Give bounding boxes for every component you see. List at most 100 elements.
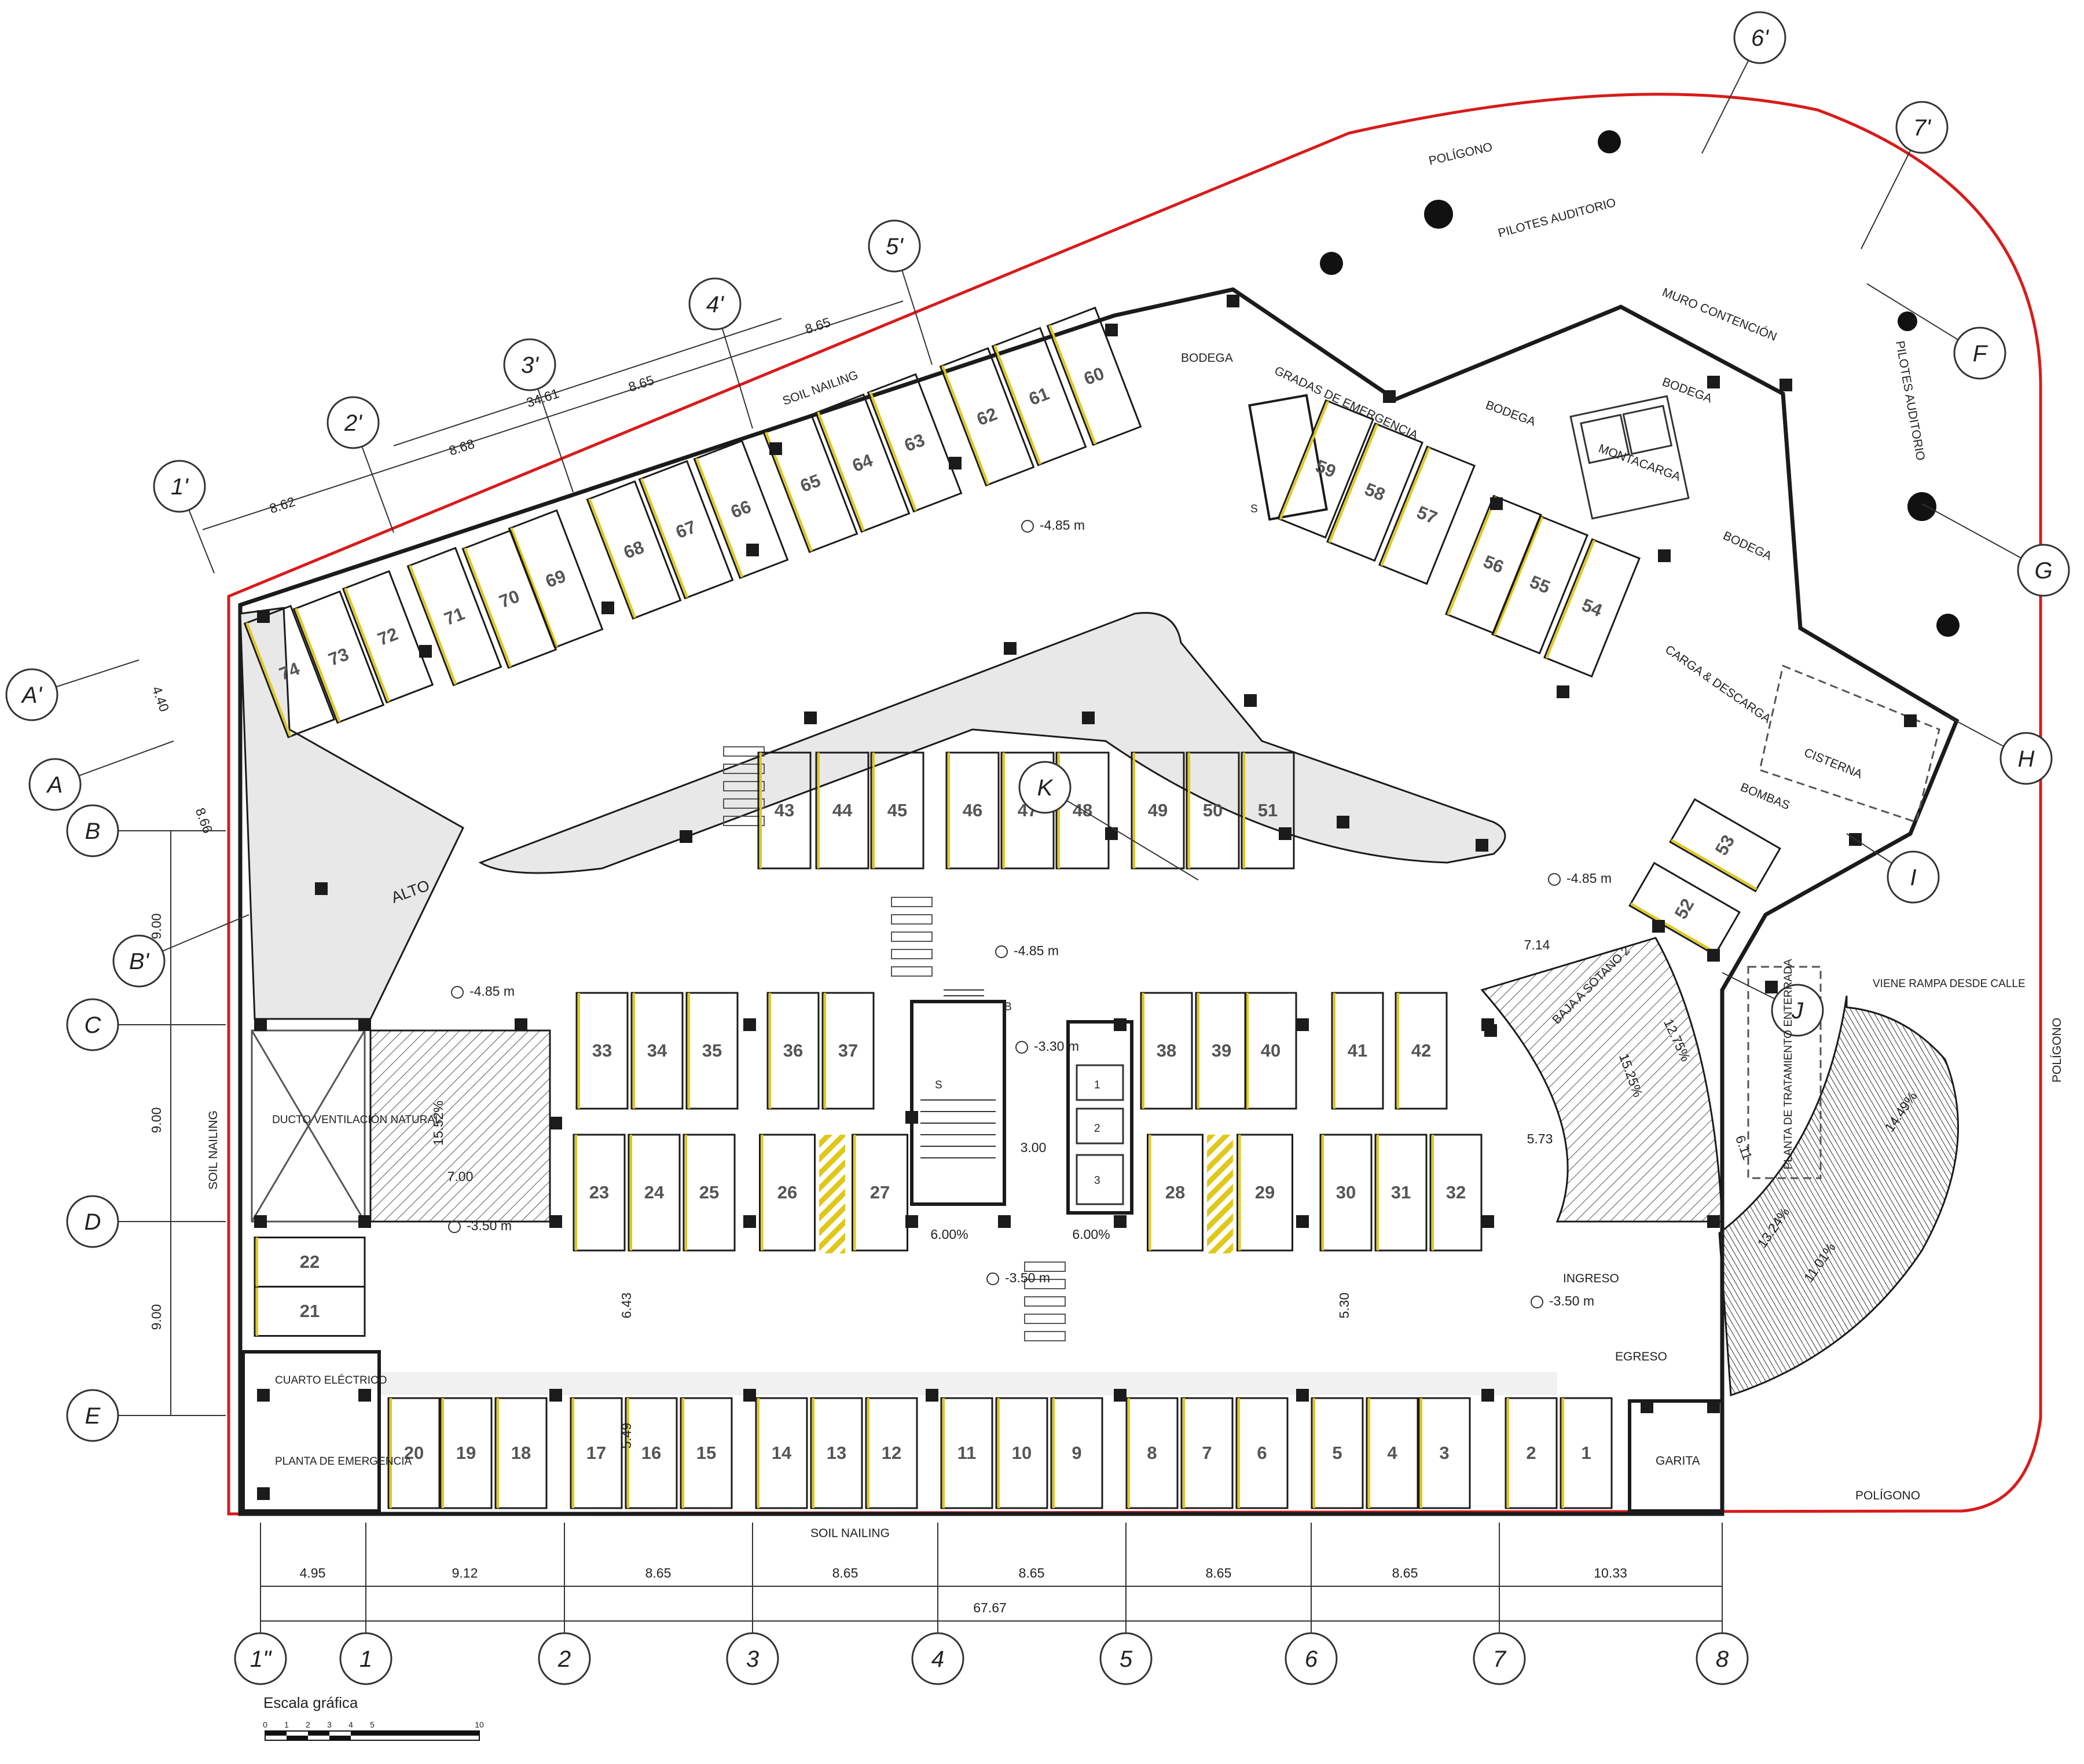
stall-number: 32	[1446, 1182, 1466, 1202]
label-cuarto: CUARTO ELÉCTRICO	[275, 1374, 387, 1387]
stall-number: 12	[882, 1443, 901, 1463]
stall-number: 10	[1012, 1443, 1032, 1463]
label-bodega-4: BODEGA	[1721, 529, 1774, 563]
label-stair-b-core: B	[1004, 1001, 1012, 1013]
west-ramp-area	[239, 607, 464, 1020]
svg-text:H: H	[2018, 746, 2035, 772]
stall-number: 2	[1526, 1443, 1536, 1463]
svg-text:A: A	[46, 772, 63, 798]
stall-19: 19	[439, 1397, 493, 1509]
scale-segment	[308, 1731, 329, 1736]
level-marker	[1021, 520, 1034, 533]
column	[254, 1018, 267, 1031]
pedestrian-crossings	[723, 746, 1066, 1341]
label-stair-s-core: S	[935, 1079, 942, 1091]
stall-71: 71	[406, 547, 502, 687]
stall-5: 5	[1311, 1397, 1364, 1509]
column	[1296, 1389, 1309, 1402]
stall-2: 2	[1505, 1397, 1558, 1509]
label-elev-1: 1	[1094, 1079, 1100, 1091]
stall-number: 7	[1202, 1443, 1212, 1463]
stall-number: 22	[300, 1252, 320, 1272]
grid-axis-K: K	[1018, 761, 1199, 881]
stall-number: 57	[1414, 502, 1440, 528]
pile	[1898, 311, 1917, 331]
column	[804, 712, 817, 724]
scale-tick: 5	[370, 1720, 375, 1729]
column	[1114, 1215, 1127, 1228]
label-elev-2: 2	[1094, 1123, 1100, 1135]
scale-segment	[287, 1736, 308, 1740]
svg-text:3': 3'	[521, 353, 539, 378]
svg-text:4: 4	[931, 1646, 944, 1672]
stall-8: 8	[1125, 1397, 1179, 1509]
level-value: -4.85 m	[1566, 871, 1612, 886]
scale-tick: 1	[284, 1720, 289, 1729]
stall-69: 69	[508, 509, 604, 649]
stall-number: 60	[1081, 363, 1107, 389]
column	[1780, 379, 1792, 391]
stall-number: 6	[1257, 1443, 1267, 1463]
label-stair-s-north: S	[1250, 503, 1258, 515]
stall-number: 25	[699, 1182, 719, 1202]
stall-number: 11	[957, 1443, 977, 1463]
column	[680, 830, 692, 843]
label-poligono-top: POLÍGONO	[1428, 140, 1494, 168]
label-soil-bottom: SOIL NAILING	[810, 1527, 890, 1540]
stall-50: 50	[1186, 751, 1240, 870]
stall-26: 26	[759, 1134, 816, 1252]
dim-left: 9.00	[149, 914, 164, 940]
stall-number: 67	[673, 516, 699, 542]
svg-text:8: 8	[1716, 1646, 1729, 1672]
stall-number: 42	[1411, 1040, 1431, 1061]
access-stripe-left	[819, 1135, 845, 1253]
label-planta-emergencia: PLANTA DE EMERGENCIA	[275, 1455, 412, 1468]
stall-number: 58	[1362, 479, 1388, 505]
stall-16: 16	[625, 1397, 678, 1509]
stall-66: 66	[693, 439, 789, 580]
svg-text:7': 7'	[1913, 115, 1931, 141]
column	[358, 1215, 371, 1228]
column	[257, 1487, 270, 1500]
stall-number: 52	[1671, 895, 1698, 922]
svg-text:K: K	[1037, 775, 1054, 801]
stall-number: 50	[1203, 800, 1223, 820]
stall-number: 35	[702, 1040, 722, 1061]
stall-41: 41	[1331, 992, 1384, 1110]
pile	[1907, 492, 1936, 521]
stall-number: 3	[1439, 1443, 1449, 1463]
stall-32: 32	[1429, 1134, 1483, 1252]
column	[1658, 549, 1671, 562]
auditorium-piles	[1320, 130, 1960, 637]
stall-number: 61	[1026, 383, 1052, 409]
pile	[1936, 614, 1960, 637]
stall-number: 70	[496, 586, 522, 612]
stall-number: 30	[1336, 1182, 1356, 1202]
stall-number: 8	[1147, 1443, 1157, 1463]
stall-number: 54	[1579, 595, 1606, 621]
grid-axis-4p: 4'	[688, 277, 753, 429]
stall-27: 27	[852, 1134, 908, 1252]
stall-number: 49	[1148, 800, 1168, 820]
access-stripe-right	[1207, 1135, 1233, 1253]
stall-number: 26	[777, 1182, 797, 1202]
dim-bottom: 8.65	[1206, 1565, 1232, 1580]
dim-top: 8.65	[626, 372, 656, 395]
grid-axis-Bp: B'	[112, 914, 250, 988]
column	[1114, 1018, 1127, 1031]
dim-interior: 5.73	[1527, 1131, 1553, 1146]
stall-number: 64	[849, 450, 875, 476]
stall-number: 55	[1527, 571, 1553, 597]
dim-interior: 7.00	[447, 1169, 474, 1184]
grid-axis-D: D	[66, 1195, 226, 1248]
stall-24: 24	[628, 1134, 681, 1252]
svg-text:2': 2'	[344, 410, 362, 436]
stall-number: 28	[1165, 1182, 1185, 1202]
stall-number: 36	[783, 1040, 803, 1061]
label-ingreso: INGRESO	[1563, 1272, 1619, 1285]
label-garita: GARITA	[1656, 1454, 1700, 1468]
stall-13: 13	[810, 1397, 863, 1509]
ventilation-shaft	[251, 1029, 366, 1223]
svg-text:B: B	[85, 819, 101, 844]
stall-39: 39	[1195, 992, 1248, 1110]
